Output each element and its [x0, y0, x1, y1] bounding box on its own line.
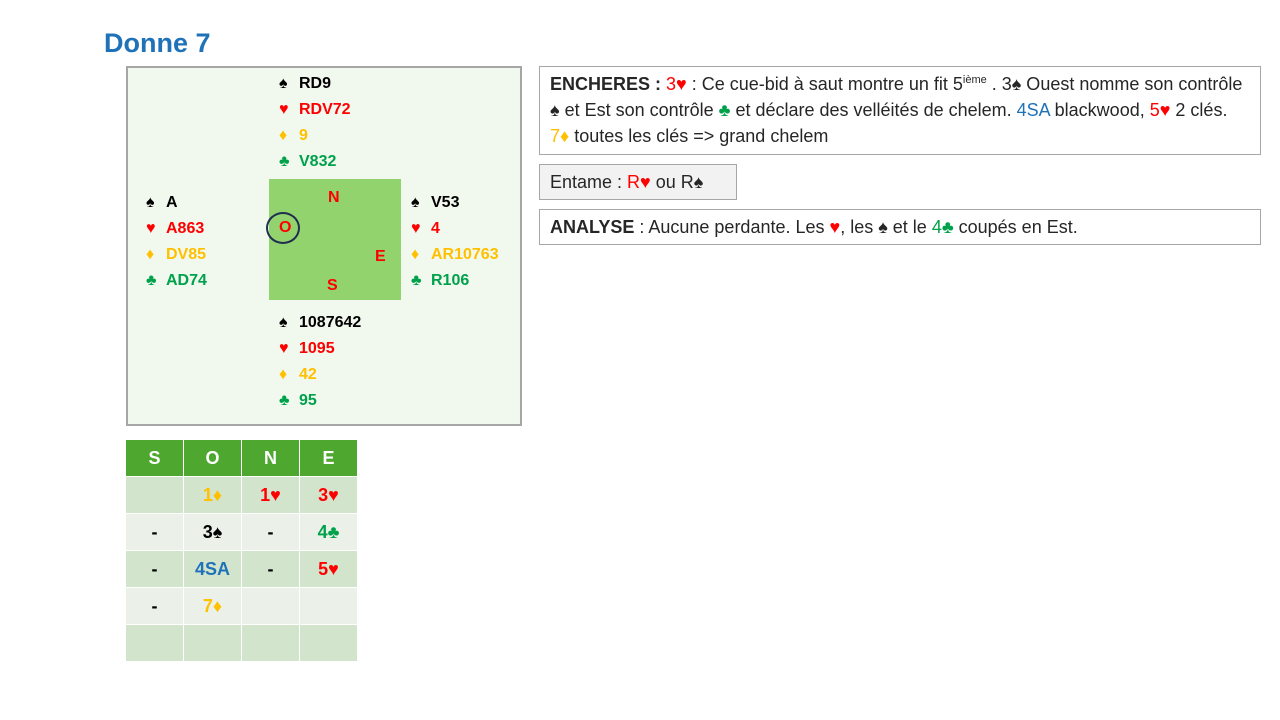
table-row: 1♦ 1♥ 3♥ [126, 477, 358, 514]
analyse-text-3: coupés en Est. [953, 217, 1078, 237]
bidding-header-north: N [242, 440, 300, 477]
bid-7-diamond: 7♦ [550, 126, 570, 146]
east-clubs: R106 [431, 272, 470, 289]
bid-cell [126, 625, 184, 662]
bid-cell [126, 477, 184, 514]
entame-r-heart: R♥ [627, 172, 651, 192]
analyse-text-1: : Aucune perdante. Les [634, 217, 830, 237]
page-title: Donne 7 [104, 28, 211, 58]
south-spades: 1087642 [299, 314, 362, 331]
north-diamonds: 9 [299, 127, 308, 144]
bid-cell: - [242, 551, 300, 588]
encheres-sup: ième [962, 74, 987, 86]
bid-4sa: 4SA [1016, 100, 1050, 120]
encheres-text-4: blackwood, [1049, 100, 1150, 120]
bid-cell [300, 588, 358, 625]
encheres-text-3: et déclare des velléités de chelem. [730, 100, 1017, 120]
bid-cell: 7♦ [184, 588, 242, 625]
bid-cell: - [126, 588, 184, 625]
bid-cell: - [242, 514, 300, 551]
encheres-text-2: . 3♠ Ouest nomme son contrôle ♠ et Est s… [550, 74, 1243, 120]
north-spades: RD9 [299, 75, 332, 92]
entame-text: ou R♠ [650, 172, 704, 192]
south-hand: ♠ 1087642 ♥ 1095 ♦ 42 ♣ 95 [279, 310, 361, 414]
east-spades: V53 [431, 194, 460, 211]
south-hearts: 1095 [299, 340, 335, 357]
west-diamonds: DV85 [166, 246, 207, 263]
north-clubs: V832 [299, 153, 337, 170]
encheres-box: ENCHERES : 3♥ : Ce cue-bid à saut montre… [539, 66, 1261, 155]
compass-east: E [375, 248, 386, 265]
club-icon: ♣ [411, 272, 422, 289]
heart-icon: ♥ [146, 220, 156, 237]
analyse-club-4: 4♣ [931, 217, 954, 237]
heart-icon: ♥ [279, 101, 289, 118]
table-row: - 4SA - 5♥ [126, 551, 358, 588]
encheres-text-1: : Ce cue-bid à saut montre un fit 5 [686, 74, 963, 94]
compass-north: N [328, 189, 340, 206]
bid-cell: 3♥ [300, 477, 358, 514]
bid-cell [242, 588, 300, 625]
analyse-label: ANALYSE [550, 217, 635, 237]
north-hand: ♠ RD9 ♥ RDV72 ♦ 9 ♣ V832 [279, 71, 351, 175]
compass-south: S [327, 277, 338, 294]
encheres-label: ENCHERES : [550, 74, 662, 94]
diamond-icon: ♦ [279, 366, 288, 383]
east-diamonds: AR10763 [431, 246, 499, 263]
bidding-table: S O N E 1♦ 1♥ 3♥ - 3♠ - 4♣ - 4SA - 5♥ - … [126, 440, 358, 662]
club-icon: ♣ [718, 100, 731, 120]
dealer-marker-circle [266, 212, 300, 244]
bid-cell [242, 625, 300, 662]
entame-label: Entame : [550, 172, 628, 192]
heart-icon: ♥ [279, 340, 289, 357]
south-diamonds: 42 [299, 366, 317, 383]
west-clubs: AD74 [166, 272, 207, 289]
south-clubs: 95 [299, 392, 317, 409]
west-hand: ♠ A ♥ A863 ♦ DV85 ♣ AD74 [146, 190, 207, 294]
bid-5-heart: 5♥ [1149, 100, 1171, 120]
bid-cell: - [126, 514, 184, 551]
encheres-text-6: toutes les clés => grand chelem [569, 126, 829, 146]
bid-3-heart: 3♥ [666, 74, 687, 94]
entame-box: Entame : R♥ ou R♠ [539, 164, 737, 200]
table-row: - 3♠ - 4♣ [126, 514, 358, 551]
west-hearts: A863 [166, 220, 205, 237]
encheres-text-5: 2 clés. [1170, 100, 1228, 120]
north-hearts: RDV72 [299, 101, 351, 118]
east-hand: ♠ V53 ♥ 4 ♦ AR10763 ♣ R106 [411, 190, 499, 294]
spade-icon: ♠ [279, 314, 288, 331]
heart-icon: ♥ [829, 217, 841, 237]
analyse-text-2: , les ♠ et le [840, 217, 932, 237]
diamond-icon: ♦ [279, 127, 288, 144]
bidding-header-east: E [300, 440, 358, 477]
bid-cell: 4SA [184, 551, 242, 588]
spade-icon: ♠ [411, 194, 420, 211]
spade-icon: ♠ [146, 194, 155, 211]
club-icon: ♣ [146, 272, 157, 289]
bid-cell: 1♥ [242, 477, 300, 514]
table-row: - 7♦ [126, 588, 358, 625]
bid-cell: 3♠ [184, 514, 242, 551]
bid-cell: 5♥ [300, 551, 358, 588]
table-row [126, 625, 358, 662]
bid-cell: - [126, 551, 184, 588]
diamond-icon: ♦ [411, 246, 420, 263]
club-icon: ♣ [279, 392, 290, 409]
bid-cell: 4♣ [300, 514, 358, 551]
west-spades: A [166, 194, 178, 211]
east-hearts: 4 [431, 220, 440, 237]
bid-cell: 1♦ [184, 477, 242, 514]
club-icon: ♣ [279, 153, 290, 170]
bidding-header-south: S [126, 440, 184, 477]
bidding-header-west: O [184, 440, 242, 477]
heart-icon: ♥ [411, 220, 421, 237]
diamond-icon: ♦ [146, 246, 155, 263]
bid-cell [184, 625, 242, 662]
bid-cell [300, 625, 358, 662]
analyse-box: ANALYSE : Aucune perdante. Les ♥, les ♠ … [539, 209, 1261, 245]
spade-icon: ♠ [279, 75, 288, 92]
